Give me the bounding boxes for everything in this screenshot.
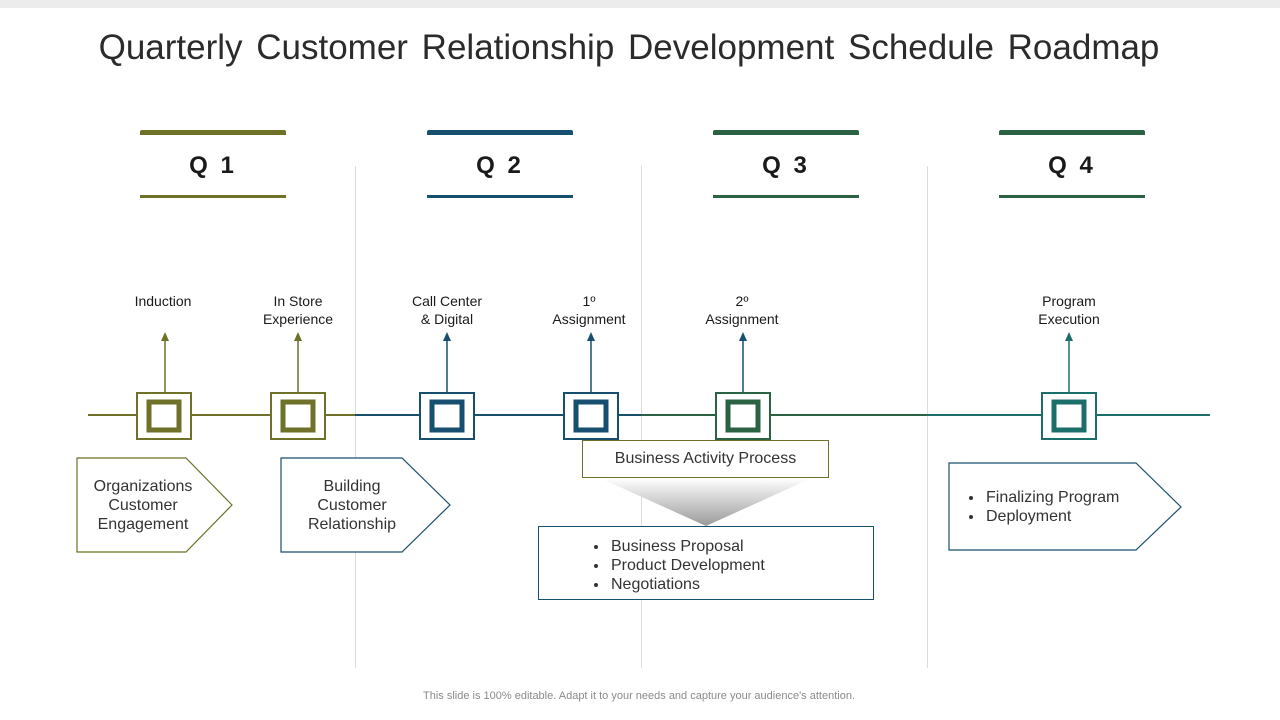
quarter-header-top-bar	[140, 130, 286, 135]
top-bar	[0, 0, 1280, 8]
milestone-label-induction: Induction	[134, 293, 192, 309]
quarter-header-top-bar	[999, 130, 1145, 135]
quarter-label: Q 1	[189, 152, 237, 179]
quarter-divider	[641, 166, 642, 668]
arrow-box-text-q1: Organizations Customer Engagement	[93, 478, 193, 533]
business-activity-title-box: Business Activity Process	[582, 440, 829, 478]
funnel-shape	[600, 478, 812, 526]
milestone-node-call-center	[419, 332, 475, 440]
quarter-header-top-bar	[713, 130, 859, 135]
list-item: Deployment	[984, 507, 1146, 526]
milestone-node-assignment-1	[563, 332, 619, 440]
quarter-header-q2: Q 2	[427, 130, 573, 200]
quarter-label: Q 2	[476, 152, 524, 179]
milestone-node-program-execution	[1041, 332, 1097, 440]
quarter-divider	[355, 166, 356, 668]
quarter-label: Q 4	[1048, 152, 1096, 179]
business-activity-title: Business Activity Process	[614, 450, 797, 467]
business-activity-list: Business Proposal Product Development Ne…	[591, 537, 873, 594]
milestone-label-assignment-2: 2º Assignment	[705, 293, 779, 327]
list-item: Product Development	[609, 556, 873, 575]
milestone-node-assignment-2	[715, 332, 771, 440]
quarter-header-q3: Q 3	[713, 130, 859, 200]
milestone-label-assignment-1: 1º Assignment	[552, 293, 626, 327]
quarter-header-bottom-bar	[999, 195, 1145, 198]
arrow-box-text-q2: Building Customer Relationship	[307, 478, 397, 533]
arrow-box-q2	[280, 457, 451, 553]
quarter-header-top-bar	[427, 130, 573, 135]
milestone-node-induction	[136, 332, 192, 440]
milestone-label-program-execution: Program Execution	[1038, 293, 1100, 327]
quarter-header-q4: Q 4	[999, 130, 1145, 200]
quarter-header-bottom-bar	[140, 195, 286, 198]
list-item: Finalizing Program	[984, 488, 1146, 507]
arrow-box-q1	[76, 457, 233, 553]
quarter-header-q1: Q 1	[140, 130, 286, 200]
milestone-node-in-store	[270, 332, 326, 440]
final-box-list: Finalizing Program Deployment	[966, 488, 1146, 526]
arrow-box-q4	[948, 462, 1182, 551]
milestone-label-call-center: Call Center & Digital	[411, 293, 483, 327]
quarter-label: Q 3	[762, 152, 810, 179]
quarter-header-bottom-bar	[427, 195, 573, 198]
business-activity-list-box: Business Proposal Product Development Ne…	[538, 526, 874, 600]
quarter-header-bottom-bar	[713, 195, 859, 198]
footer-note: This slide is 100% editable. Adapt it to…	[423, 690, 855, 702]
slide-title: Quarterly Customer Relationship Developm…	[98, 28, 1160, 67]
quarter-divider	[927, 166, 928, 668]
milestone-label-in-store: In Store Experience	[262, 293, 334, 327]
list-item: Business Proposal	[609, 537, 873, 556]
final-box-list-container: Finalizing Program Deployment	[966, 488, 1146, 526]
list-item: Negotiations	[609, 575, 873, 594]
